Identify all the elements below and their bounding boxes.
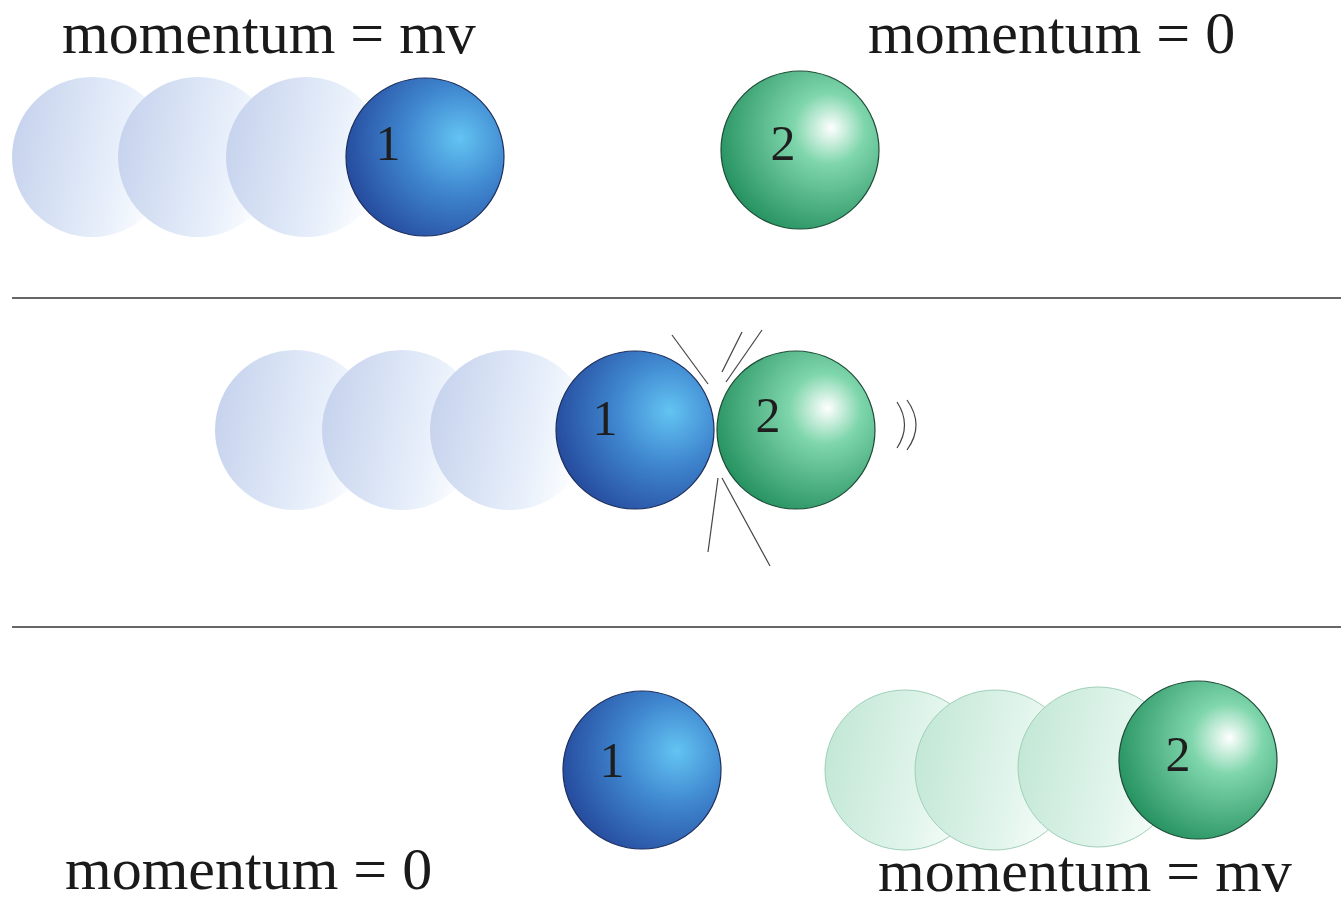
divider-line <box>12 297 1341 299</box>
ball-circle <box>556 351 714 509</box>
ball-shape <box>345 77 505 237</box>
ball-circle <box>1119 681 1277 839</box>
panel-divider <box>12 298 1341 627</box>
ball-circle <box>346 78 504 236</box>
ball-shape <box>716 350 876 510</box>
ball-number: 2 <box>1166 729 1191 779</box>
momentum-label: momentum = 0 <box>65 836 432 902</box>
motion-ghosts <box>12 77 1178 850</box>
sound-arc <box>907 400 916 450</box>
ball: 1 <box>555 350 715 510</box>
ball-number: 2 <box>771 118 796 168</box>
divider-line <box>12 626 1341 628</box>
ball-number: 2 <box>756 390 781 440</box>
ball-shape <box>720 70 880 230</box>
ball-circle <box>717 351 875 509</box>
ball-circle <box>721 71 879 229</box>
ball-shape <box>562 690 722 850</box>
ball-number: 1 <box>600 735 625 785</box>
ball: 1 <box>562 690 722 850</box>
momentum-label: momentum = 0 <box>868 0 1235 66</box>
impact-line <box>722 332 742 372</box>
ball: 2 <box>1118 680 1278 840</box>
ball-shape <box>1118 680 1278 840</box>
ball: 1 <box>345 77 505 237</box>
ball-shape <box>555 350 715 510</box>
ball-number: 1 <box>593 393 618 443</box>
momentum-label: momentum = mv <box>62 0 476 66</box>
ball-number: 1 <box>376 118 401 168</box>
ball-circle <box>563 691 721 849</box>
momentum-label: momentum = mv <box>878 838 1292 904</box>
ball: 2 <box>716 350 876 510</box>
impact-line <box>708 478 718 552</box>
sound-arc <box>897 402 905 448</box>
ball: 2 <box>720 70 880 230</box>
